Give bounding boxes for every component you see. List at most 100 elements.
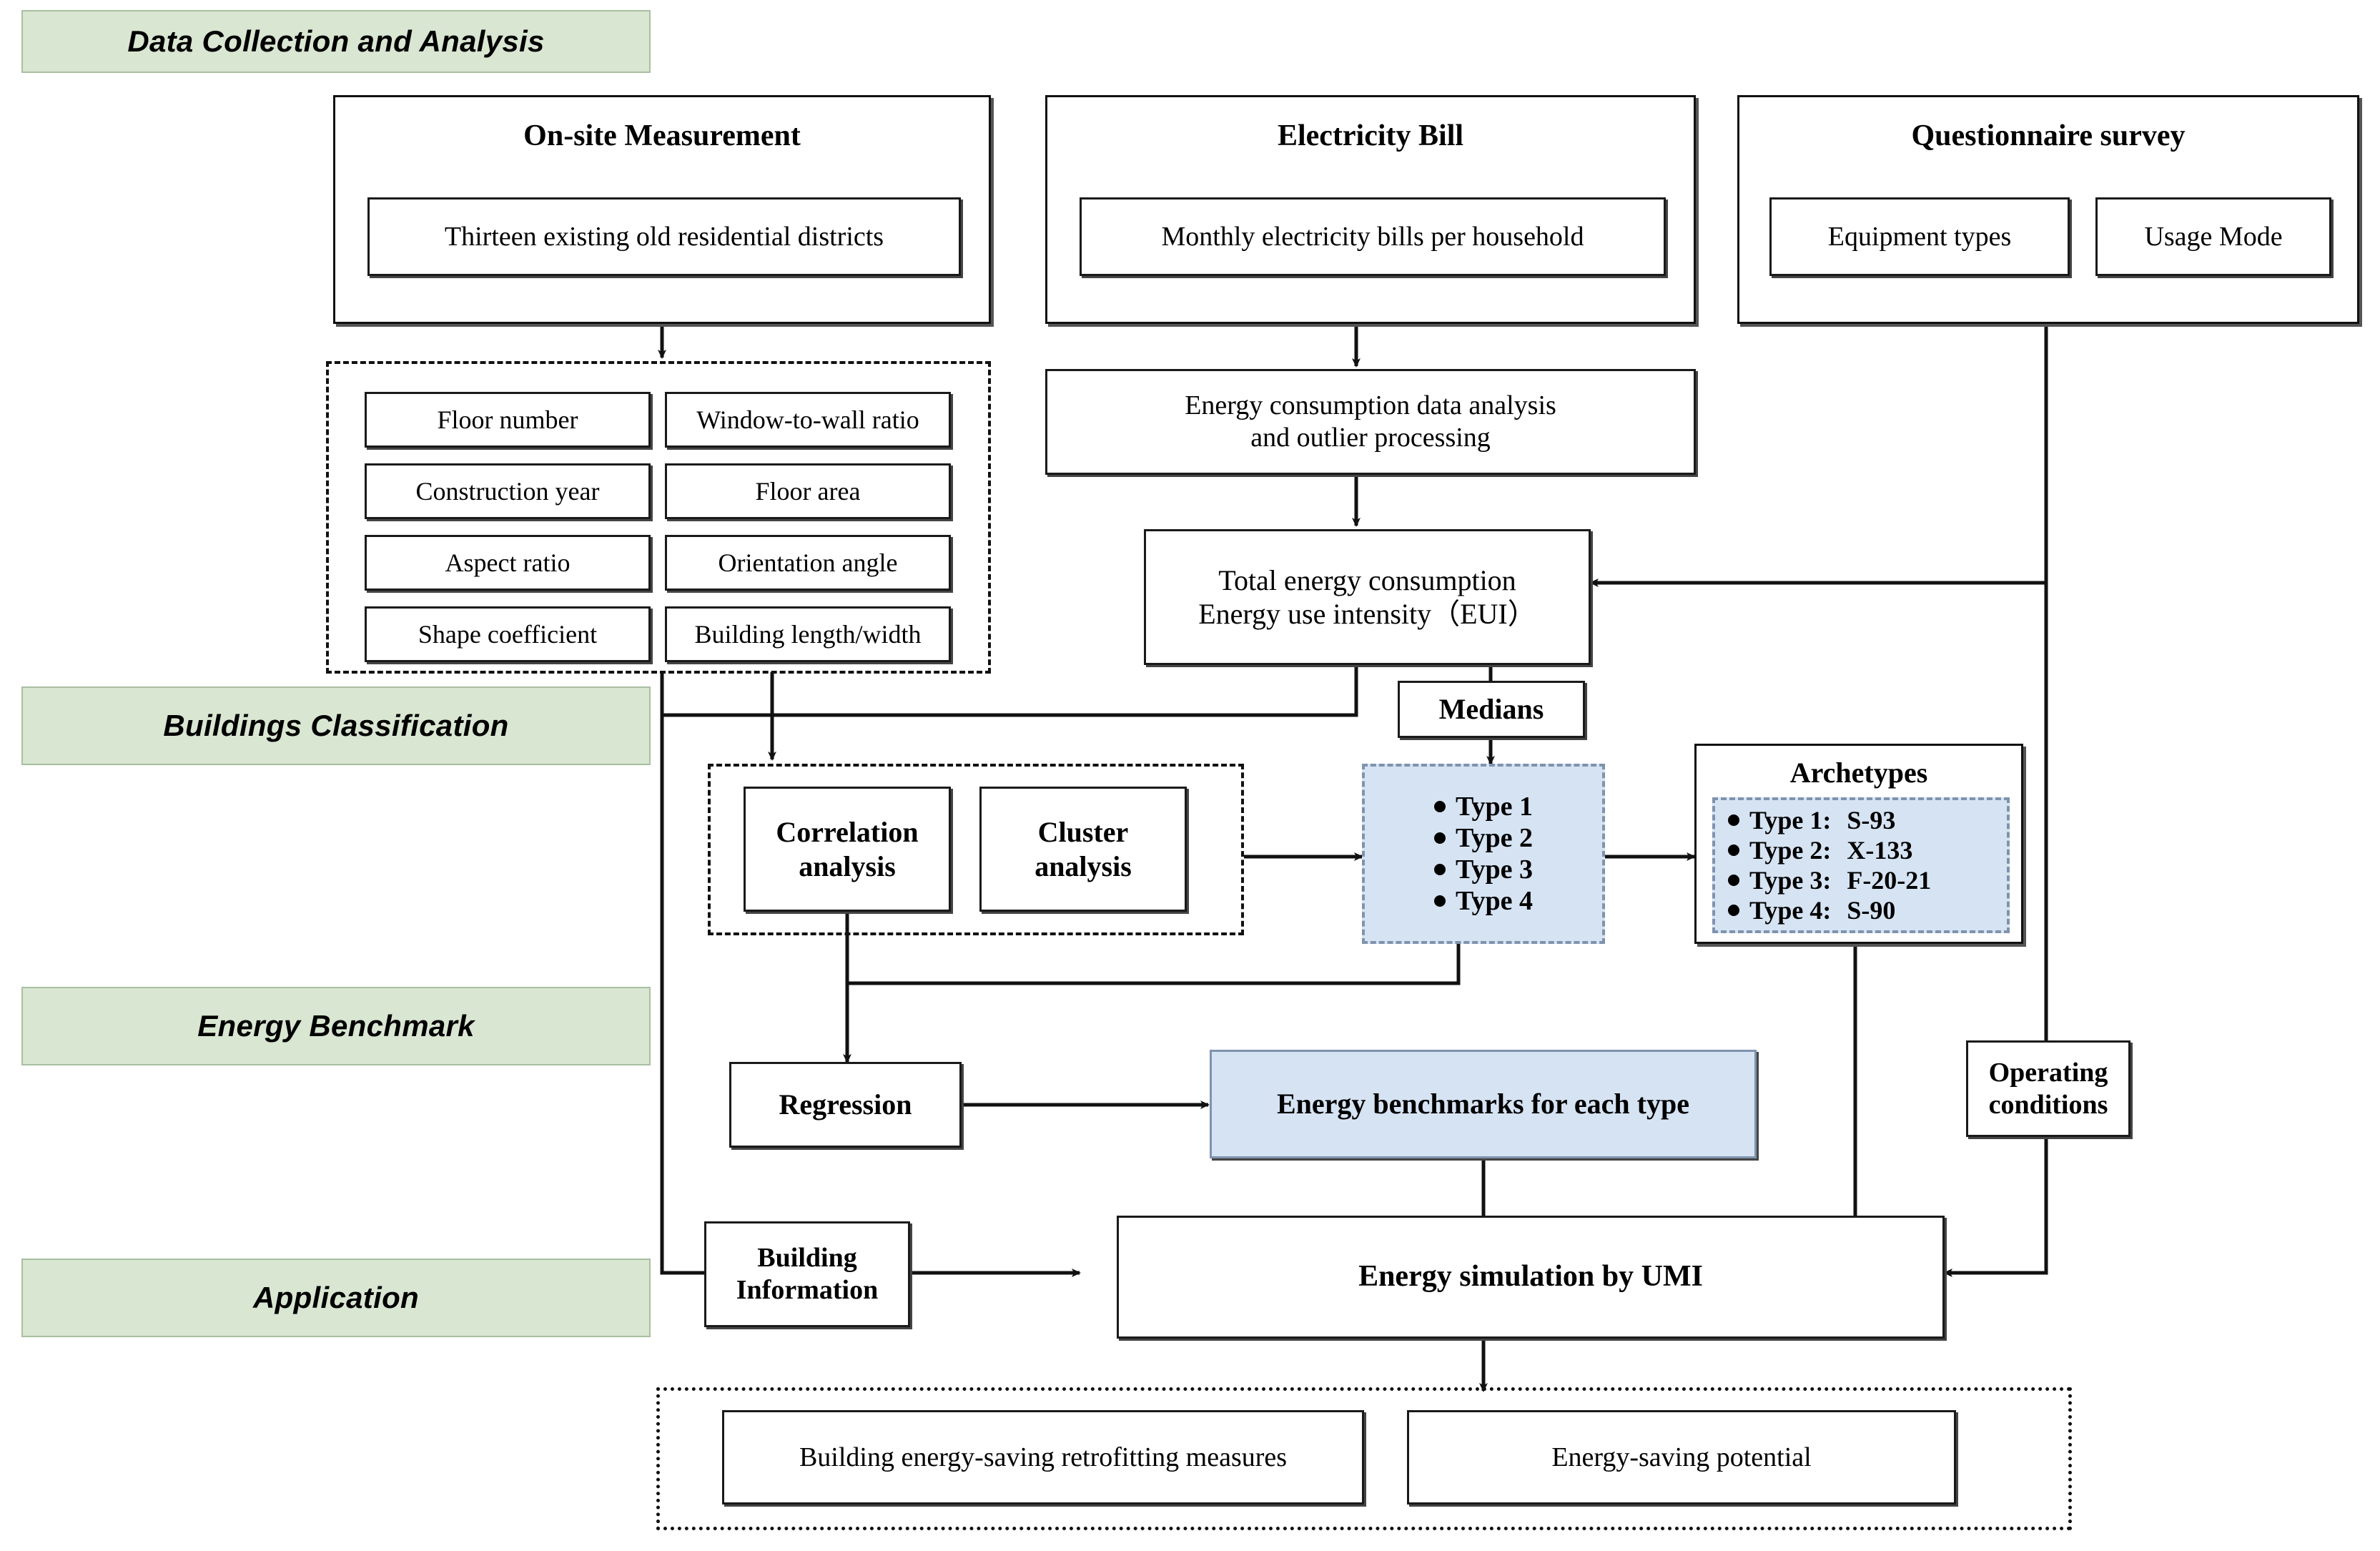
parameter-window-to-wall-ratio: Window-to-wall ratio [665,392,951,448]
process-total-energy-consumption: Total energy consumption Energy use inte… [1144,529,1591,665]
archetype-value: X-133 [1847,836,1913,865]
stage-label-data-collection: Data Collection and Analysis [21,10,651,73]
parameter-building-length-width: Building length/width [665,606,951,662]
classification-methods-group [708,764,1244,935]
process-line-1: Energy consumption data analysis [1185,390,1556,421]
box-line-1: Building [757,1243,857,1274]
item-equipment-types: Equipment types [1769,197,2070,276]
parameter-label: Construction year [415,476,600,506]
parameter-floor-number: Floor number [365,392,651,448]
wire-types-to-regression-bus [847,944,1461,985]
method-correlation-analysis: Correlation analysis [744,787,951,912]
archetype-label: Type 2: [1749,836,1832,865]
output-label: Building energy-saving retrofitting meas… [799,1442,1288,1472]
parameter-orientation-angle: Orientation angle [665,535,951,591]
parameter-label: Orientation angle [718,548,898,577]
process-label: Medians [1438,693,1544,726]
box-energy-benchmarks: Energy benchmarks for each type [1210,1050,1757,1158]
list-item: Type 3 [1433,854,1534,885]
panel-electricity-bill: Electricity Bill Monthly electricity bil… [1045,95,1696,324]
method-line-2: analysis [799,850,896,882]
application-outputs-group [656,1387,2072,1530]
bullet-icon [1433,864,1446,875]
box-energy-simulation-umi: Energy simulation by UMI [1117,1216,1945,1339]
stage-label-text: Buildings Classification [163,709,509,742]
process-line-2: Energy use intensity（EUI） [1198,598,1536,630]
panel-archetypes: Archetypes Type 1: S-93 Type 2: X-133 Ty… [1694,744,2023,944]
output-label: Energy-saving potential [1551,1442,1812,1472]
stage-label-text: Energy Benchmark [197,1009,475,1043]
panel-title-on-site-measurement: On-site Measurement [523,119,801,152]
method-line-1: Cluster [1037,816,1129,849]
list-item: Type 1: S-93 [1728,805,1931,835]
panel-title-electricity-bill: Electricity Bill [1277,119,1464,152]
archetypes-list: Type 1: S-93 Type 2: X-133 Type 3: F-20-… [1728,805,1931,925]
parameter-label: Window-to-wall ratio [696,405,919,434]
box-line-1: Operating [1988,1057,2108,1088]
list-item: Type 4 [1433,885,1533,917]
stage-label-application: Application [21,1259,651,1337]
method-line-1: Correlation [776,816,919,849]
parameter-aspect-ratio: Aspect ratio [365,535,651,591]
box-label: Energy benchmarks for each type [1277,1088,1689,1121]
parameter-label: Floor number [437,405,578,434]
panel-title-archetypes: Archetypes [1789,757,1928,789]
archetype-label: Type 4: [1749,896,1832,925]
panel-on-site-measurement: On-site Measurement Thirteen existing ol… [333,95,991,324]
bullet-icon [1728,845,1739,856]
parameter-label: Aspect ratio [445,548,571,577]
output-energy-saving-potential: Energy-saving potential [1407,1410,1956,1505]
stage-label-buildings-classification: Buildings Classification [21,686,651,765]
list-item: Type 2 [1433,822,1534,854]
parameter-label: Building length/width [694,619,922,649]
type-label: Type 1 [1455,792,1534,822]
parameter-floor-area: Floor area [665,463,951,519]
box-regression: Regression [729,1062,962,1148]
bullet-icon [1433,801,1446,812]
box-line-2: conditions [1988,1089,2108,1120]
box-building-information: Building Information [704,1221,910,1327]
parameter-construction-year: Construction year [365,463,651,519]
archetype-label: Type 1: [1749,806,1832,834]
bullet-icon [1728,875,1739,886]
process-data-analysis: Energy consumption data analysis and out… [1045,369,1696,475]
box-line-2: Information [736,1275,879,1305]
wire-operating-to-simulation [1943,1137,2048,1277]
item-label: Thirteen existing old residential distri… [444,221,884,252]
method-cluster-analysis: Cluster analysis [979,787,1187,912]
stage-label-text: Data Collection and Analysis [127,24,545,58]
process-line-2: and outlier processing [1250,423,1491,453]
bullet-icon [1728,814,1739,826]
stage-label-energy-benchmark: Energy Benchmark [21,987,651,1065]
archetypes-group: Type 1: S-93 Type 2: X-133 Type 3: F-20-… [1712,797,2010,933]
list-item: Type 4: S-90 [1728,895,1931,925]
panel-title-questionnaire-survey: Questionnaire survey [1911,119,2186,152]
method-line-2: analysis [1035,850,1132,882]
archetype-value: F-20-21 [1847,866,1932,895]
process-medians: Medians [1398,681,1585,738]
list-item: Type 2: X-133 [1728,835,1931,865]
wire-bus-to-building-info [660,672,704,1275]
process-line-1: Total energy consumption [1218,563,1516,596]
bullet-icon [1433,895,1446,907]
parameter-label: Floor area [755,476,861,506]
parameter-shape-coefficient: Shape coefficient [365,606,651,662]
type-label: Type 3 [1455,855,1534,885]
panel-questionnaire-survey: Questionnaire survey Equipment types Usa… [1737,95,2359,324]
archetype-label: Type 3: [1749,866,1832,895]
archetype-value: S-90 [1847,896,1896,925]
bullet-icon [1728,905,1739,916]
box-label: Regression [779,1088,912,1121]
bullet-icon [1433,832,1446,844]
parameters-group [326,361,991,674]
output-retrofitting-measures: Building energy-saving retrofitting meas… [722,1410,1364,1505]
item-label: Usage Mode [2144,221,2283,252]
box-label: Energy simulation by UMI [1358,1260,1703,1294]
type-label: Type 2 [1455,823,1534,853]
list-item: Type 1 [1433,791,1534,822]
item-usage-mode: Usage Mode [2095,197,2331,276]
item-monthly-bills: Monthly electricity bills per household [1080,197,1666,276]
item-label: Equipment types [1827,221,2012,252]
types-group: Type 1 Type 2 Type 3 Type 4 [1362,764,1605,944]
